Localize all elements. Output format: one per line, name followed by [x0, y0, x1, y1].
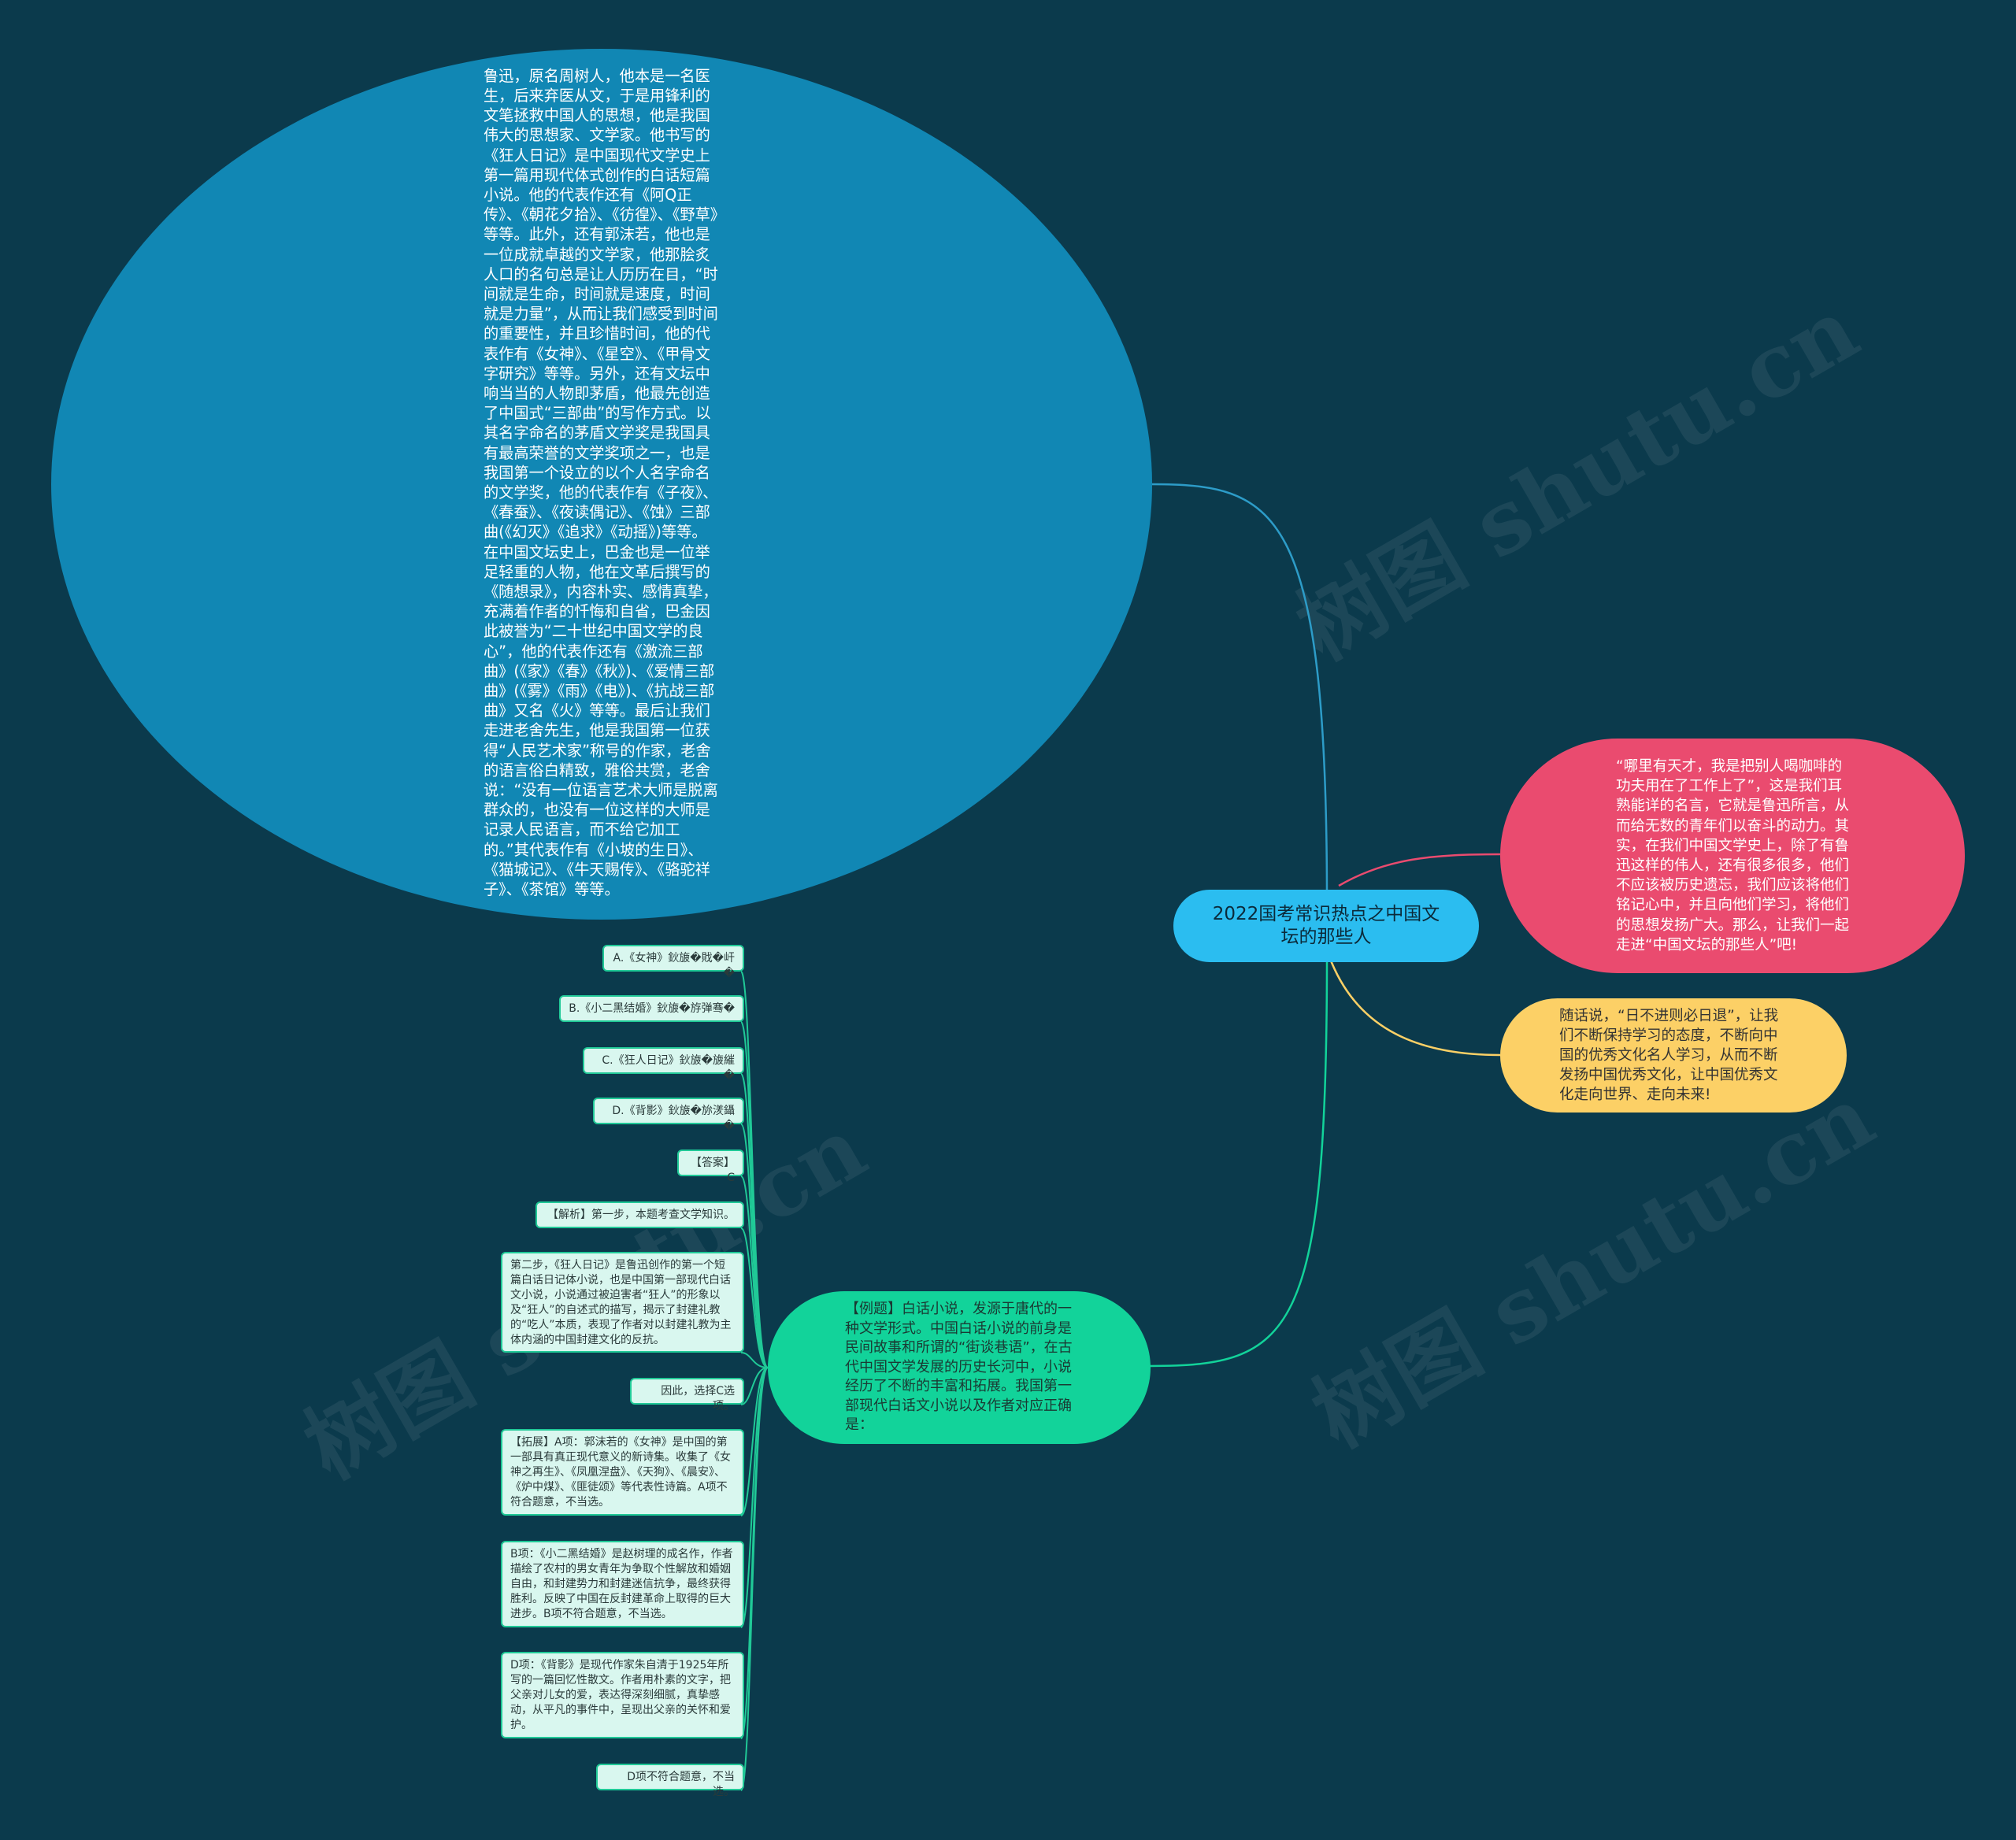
link-root-yellow: [1328, 956, 1501, 1057]
extension-a-text: 【拓展】A项：郭沫若的《女神》是中国的第一部具有真正现代意义的新诗集。收集了《女…: [510, 1436, 731, 1509]
leaf-link: [740, 1367, 769, 1405]
option-c[interactable]: C.《狂人日记》鈥旇�旇繀�: [583, 1047, 744, 1082]
analysis-step-2-text: 第二步，《狂人日记》是鲁迅创作的第一个短篇白话日记体小说，也是中国第一部现代白话…: [510, 1259, 732, 1346]
extension-d-conclusion-text: D项不符合题意，不当选。: [627, 1771, 735, 1798]
option-d[interactable]: D.《背影》鈥旇�旀湵鑷�: [593, 1098, 744, 1132]
motivation-bubble[interactable]: “哪里有天才，我是把别人喝咖啡的功夫用在了工作上了”，这是我们耳熟能详的名言，它…: [1500, 739, 1965, 973]
link-root-green: [1149, 956, 1329, 1368]
leaf-links: [740, 971, 769, 1791]
closing-bubble-text: 随话说，“日不进则必日退”，让我们不断保持学习的态度，不断向中国的优秀文化名人学…: [1559, 1008, 1779, 1103]
leaf-link: [740, 1367, 769, 1516]
extension-d-conclusion[interactable]: D项不符合题意，不当选。: [596, 1764, 744, 1798]
analysis-step-2[interactable]: 第二步，《狂人日记》是鲁迅创作的第一个短篇白话日记体小说，也是中国第一部现代白话…: [501, 1252, 744, 1353]
option-a[interactable]: A.《女神》鈥旇�戝�屽�: [602, 945, 744, 979]
conclusion-text: 因此，选择C选项。: [661, 1385, 735, 1412]
intro-bubble-text: 鲁迅，原名周树人，他本是一名医生，后来弃医从文，于是用锋利的文笔拯救中国人的思想…: [484, 66, 718, 899]
motivation-bubble-text: “哪里有天才，我是把别人喝咖啡的功夫用在了工作上了”，这是我们耳熟能详的名言，它…: [1616, 757, 1850, 953]
answer-label-text: 【答案】C: [691, 1157, 735, 1184]
conclusion[interactable]: 因此，选择C选项。: [630, 1378, 744, 1412]
closing-bubble[interactable]: 随话说，“日不进则必日退”，让我们不断保持学习的态度，不断向中国的优秀文化名人学…: [1500, 998, 1847, 1113]
option-d-text: D.《背影》鈥旇�旀湵鑷�: [612, 1105, 735, 1132]
root-label: 2022国考常识热点之中国文坛的那些人: [1212, 904, 1440, 947]
leaf-link: [740, 1352, 769, 1368]
answer-label[interactable]: 【答案】C: [677, 1150, 744, 1184]
analysis-step-1[interactable]: 【解析】第一步，本题考查文学知识。: [536, 1201, 744, 1228]
option-c-text: C.《狂人日记》鈥旇�旇繀�: [602, 1054, 735, 1082]
extension-b-text: B项：《小二黑结婚》是赵树理的成名作，作者描绘了农村的男女青年为争取个性解放和婚…: [510, 1548, 733, 1620]
extension-a[interactable]: 【拓展】A项：郭沫若的《女神》是中国的第一部具有真正现代意义的新诗集。收集了《女…: [501, 1429, 744, 1516]
extension-d[interactable]: D项：《背影》是现代作家朱自清于1925年所写的一篇回忆性散文。作者用朴素的文字…: [501, 1652, 744, 1738]
extension-b[interactable]: B项：《小二黑结婚》是赵树理的成名作，作者描绘了农村的男女青年为争取个性解放和婚…: [501, 1541, 744, 1627]
leaf-link: [740, 1227, 769, 1368]
option-b-text: B.《小二黑结婚》鈥旇�斿弹骞�: [569, 1002, 735, 1015]
leaf-link: [740, 1367, 769, 1628]
link-root-pink: [1338, 853, 1501, 887]
leaf-link: [740, 1367, 769, 1791]
extension-d-text: D项：《背影》是现代作家朱自清于1925年所写的一篇回忆性散文。作者用朴素的文字…: [510, 1659, 731, 1731]
leaf-link: [740, 1175, 769, 1368]
example-question-text: 【例题】白话小说，发源于唐代的一种文学形式。中国白话小说的前身是民间故事和所谓的…: [845, 1301, 1073, 1434]
option-a-text: A.《女神》鈥旇�戝�屽�: [613, 952, 736, 979]
analysis-step-1-text: 【解析】第一步，本题考查文学知识。: [547, 1209, 735, 1221]
example-question-bubble[interactable]: 【例题】白话小说，发源于唐代的一种文学形式。中国白话小说的前身是民间故事和所谓的…: [768, 1291, 1151, 1444]
root-node[interactable]: 2022国考常识热点之中国文坛的那些人: [1173, 890, 1479, 962]
option-b[interactable]: B.《小二黑结婚》鈥旇�斿弹骞�: [559, 995, 744, 1022]
intro-bubble[interactable]: 鲁迅，原名周树人，他本是一名医生，后来弃医从文，于是用锋利的文笔拯救中国人的思想…: [51, 49, 1152, 920]
link-root-big: [1149, 483, 1329, 902]
